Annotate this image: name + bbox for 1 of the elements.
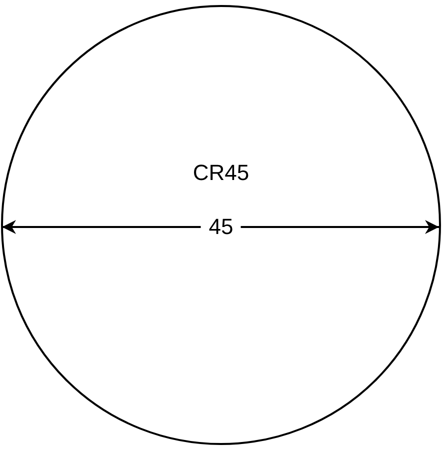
part-label: CR45 <box>192 160 250 186</box>
